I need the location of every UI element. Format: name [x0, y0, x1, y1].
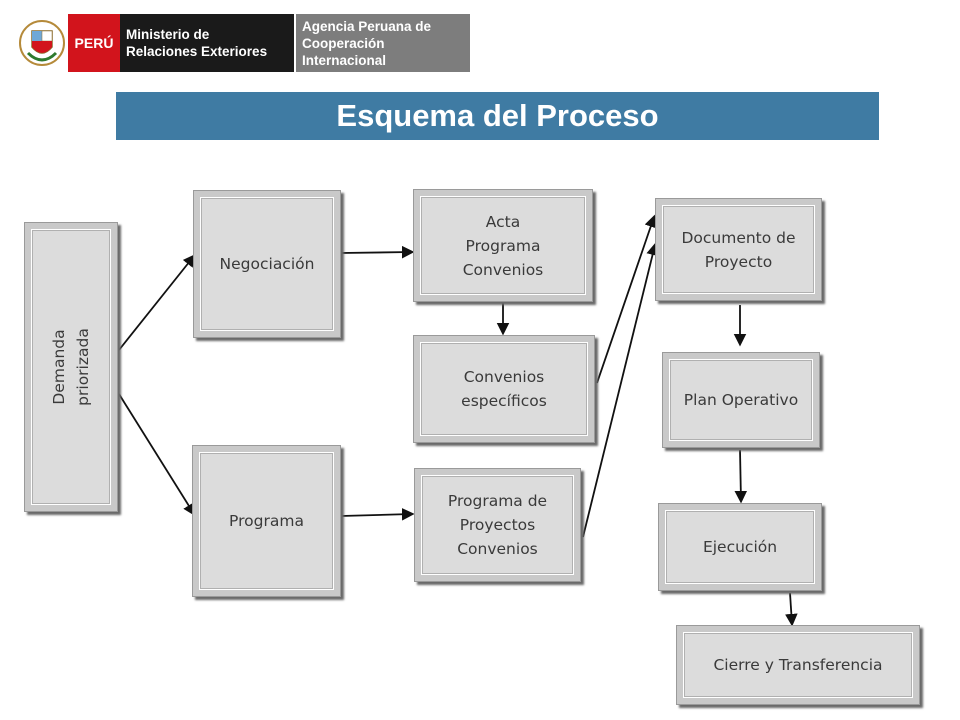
page-title: Esquema del Proceso — [116, 92, 879, 140]
node-documento-proyecto: Documento de Proyecto — [655, 198, 822, 301]
node-acta-programa-convenios: Acta Programa Convenios — [413, 189, 593, 302]
node-demanda-priorizada — [24, 222, 118, 512]
coat-of-arms-icon — [16, 14, 68, 72]
header-logo: PERÚ Ministerio de Relaciones Exteriores… — [16, 14, 470, 72]
arrow-ejecucion-cierre — [785, 592, 798, 627]
node-ejecucion: Ejecución — [658, 503, 822, 591]
arrow-programaproyectos-documento — [582, 242, 659, 538]
node-convenios-especificos: Convenios específicos — [413, 335, 595, 443]
arrow-programa-programaproyectos — [340, 507, 415, 521]
arrow-demanda-negociacion — [118, 254, 196, 351]
node-programa-proyectos-convenios: Programa de Proyectos Convenios — [414, 468, 581, 582]
peru-label: PERÚ — [68, 14, 120, 72]
node-cierre-transferencia: Cierre y Transferencia — [676, 625, 920, 705]
arrow-convenios-documento — [596, 214, 657, 384]
ministry-text: Ministerio de Relaciones Exteriores — [126, 27, 268, 59]
node-programa: Programa — [192, 445, 341, 597]
agency-text: Agencia Peruana de Cooperación Internaci… — [302, 18, 432, 68]
arrow-plan-ejecucion — [734, 449, 748, 504]
agency-label: Agencia Peruana de Cooperación Internaci… — [296, 14, 470, 72]
node-negociacion: Negociación — [193, 190, 341, 338]
ministry-label: Ministerio de Relaciones Exteriores — [120, 14, 294, 72]
arrow-demanda-programa — [118, 393, 196, 517]
node-plan-operativo: Plan Operativo — [662, 352, 820, 448]
arrow-negociacion-acta — [340, 245, 415, 259]
node-demanda-label: Demanda priorizada — [50, 328, 92, 406]
